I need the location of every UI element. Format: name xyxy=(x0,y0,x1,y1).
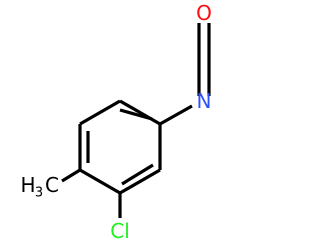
methyl-group-label: H 3 C xyxy=(20,173,59,201)
ring-bond-c5-c6 xyxy=(119,168,161,195)
ring-bond-c4-c5 xyxy=(79,168,121,195)
methyl-carbon-label: C xyxy=(45,173,59,197)
atom-labels: O N Cl H 3 C xyxy=(20,1,211,243)
bond-ring-methyl xyxy=(61,168,81,183)
bond-n-ring xyxy=(159,104,193,126)
ring-bond-c2-c3 xyxy=(79,99,121,126)
nitrogen-atom-label: N xyxy=(197,89,212,113)
ring-inner-bond-c1-c2 xyxy=(119,108,153,121)
methyl-hydrogen-count: 3 xyxy=(35,186,43,201)
ring-bond-c1-c2 xyxy=(119,99,161,126)
methyl-hydrogen-label: H xyxy=(20,173,35,197)
bonds xyxy=(61,23,211,218)
molecule-structure: O N Cl H 3 C xyxy=(20,1,211,243)
chlorine-atom-label: Cl xyxy=(110,219,130,243)
ring-inner-bond-c5-c6 xyxy=(121,163,154,186)
oxygen-atom-label: O xyxy=(196,1,212,25)
